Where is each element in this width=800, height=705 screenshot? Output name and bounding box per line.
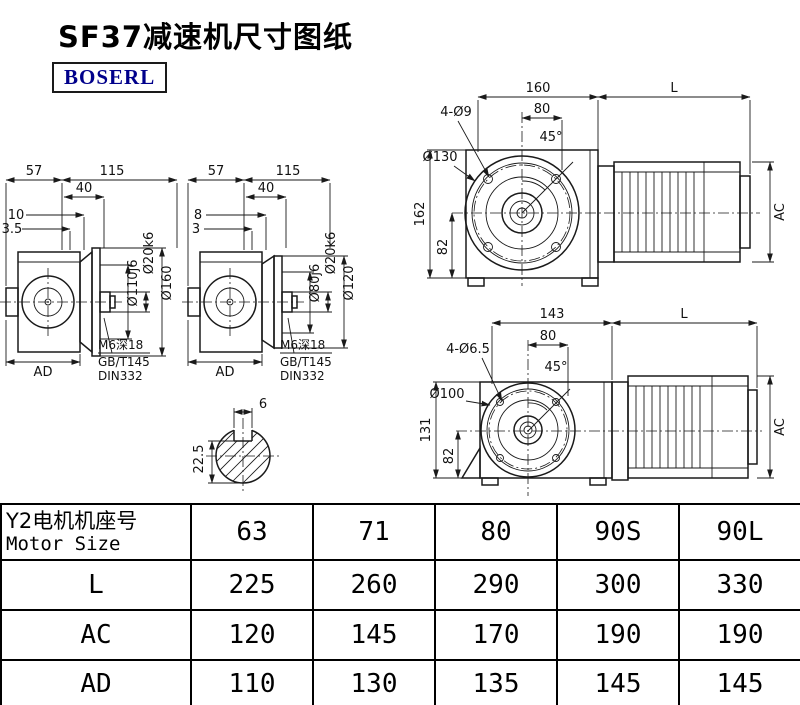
dim-80: 80	[534, 102, 551, 117]
dim-angle: 45°	[539, 130, 562, 145]
dim-value-cell: 145	[678, 659, 800, 705]
dim-value-cell: 225	[190, 559, 314, 611]
table-row: L 225 260 290 300 330	[0, 559, 800, 611]
dim-ad: AD	[34, 365, 53, 380]
dim-value-cell: 145	[556, 659, 680, 705]
dim-value-cell: 260	[312, 559, 436, 611]
dim-ac: AC	[773, 203, 788, 221]
dim-160: 160	[526, 81, 551, 96]
dim-ad: AD	[216, 365, 235, 380]
side-view-2: 57 115 40 8 3 Ø80j6 Ø20k6 Ø120	[182, 164, 357, 383]
dim-value-cell: 190	[556, 609, 680, 661]
table-header-row: Y2电机机座号 Motor Size 63 71 80 90S 90L	[0, 503, 800, 561]
tap-note-line1: M6深18	[280, 338, 325, 352]
dim-131: 131	[419, 418, 434, 443]
dim-angle: 45°	[544, 360, 567, 375]
dim-value-cell: 145	[312, 609, 436, 661]
size-header-cell: 90S	[556, 503, 680, 561]
dim-57: 57	[26, 164, 43, 179]
dim-115: 115	[100, 164, 125, 179]
dim-L: L	[670, 81, 678, 96]
motor-size-label-en: Motor Size	[6, 533, 121, 556]
dim-flange-dia: Ø120	[342, 265, 357, 300]
dim-3: 3	[192, 222, 200, 237]
technical-drawing: 57 115 40 10 3.5 Ø110j6 Ø20k6 Ø160	[0, 81, 788, 496]
shaft-section-view: 6 22.5	[192, 397, 280, 494]
front-view-large: 160 L 80 4-Ø9 45° Ø130 162 82 AC	[413, 81, 788, 287]
dim-row-label: AD	[0, 659, 192, 705]
dim-82: 82	[436, 239, 451, 256]
dim-row-label: L	[0, 559, 192, 611]
brand-logo: BOSERL	[52, 62, 168, 93]
dim-key-width: 6	[259, 397, 267, 412]
front-view-small: 143 L 80 4-Ø6.5 45° Ø100 131 82 AC	[419, 307, 788, 496]
motor-size-header-cell: Y2电机机座号 Motor Size	[0, 503, 192, 561]
dim-40: 40	[258, 181, 275, 196]
dim-value-cell: 120	[190, 609, 314, 661]
dim-value-cell: 190	[678, 609, 800, 661]
size-header-cell: 90L	[678, 503, 800, 561]
dim-row-label: AC	[0, 609, 192, 661]
dim-bolt-holes: 4-Ø6.5	[446, 342, 490, 357]
dim-value-cell: 110	[190, 659, 314, 705]
dim-80: 80	[540, 329, 557, 344]
dim-flange-dia: Ø130	[422, 150, 457, 165]
dim-shaft-dia: Ø20k6	[324, 232, 339, 275]
dim-8: 8	[194, 208, 202, 223]
dim-bolt-holes: 4-Ø9	[440, 105, 471, 120]
tap-note-line2: GB/T145	[98, 355, 150, 369]
size-header-cell: 80	[434, 503, 558, 561]
dim-3-5: 3.5	[2, 222, 23, 237]
motor-size-label-cn: Y2电机机座号	[6, 508, 138, 533]
size-header-cell: 71	[312, 503, 436, 561]
dim-value-cell: 170	[434, 609, 558, 661]
dim-value-cell: 130	[312, 659, 436, 705]
tap-note-line3: DIN332	[280, 369, 325, 383]
dim-57: 57	[208, 164, 225, 179]
dim-value-cell: 135	[434, 659, 558, 705]
dim-L: L	[680, 307, 688, 322]
size-header-cell: 63	[190, 503, 314, 561]
brand-text: BOSERL	[64, 65, 156, 89]
dim-115: 115	[276, 164, 301, 179]
dim-shaft-dia: Ø20k6	[142, 232, 157, 275]
dim-key-depth: 22.5	[192, 445, 207, 474]
dim-flange-dia: Ø160	[160, 265, 175, 300]
side-view-1: 57 115 40 10 3.5 Ø110j6 Ø20k6 Ø160	[0, 164, 178, 383]
dim-spigot-dia: Ø80j6	[308, 264, 323, 303]
dim-spigot-dia: Ø110j6	[126, 260, 141, 307]
tap-note-line1: M6深18	[98, 338, 143, 352]
dim-40: 40	[76, 181, 93, 196]
dim-143: 143	[540, 307, 565, 322]
page-title: SF37减速机尺寸图纸	[58, 20, 354, 54]
dim-10: 10	[8, 208, 25, 223]
dim-value-cell: 300	[556, 559, 680, 611]
tap-note-line3: DIN332	[98, 369, 143, 383]
dim-162: 162	[413, 202, 428, 227]
tap-note-line2: GB/T145	[280, 355, 332, 369]
dim-flange-dia: Ø100	[429, 387, 464, 402]
dim-value-cell: 330	[678, 559, 800, 611]
dim-82: 82	[442, 448, 457, 465]
dim-ac: AC	[773, 418, 788, 436]
table-row: AC 120 145 170 190 190	[0, 609, 800, 661]
dimension-table: Y2电机机座号 Motor Size 63 71 80 90S 90L L 22…	[0, 503, 800, 705]
dim-value-cell: 290	[434, 559, 558, 611]
table-row: AD 110 130 135 145 145	[0, 659, 800, 705]
